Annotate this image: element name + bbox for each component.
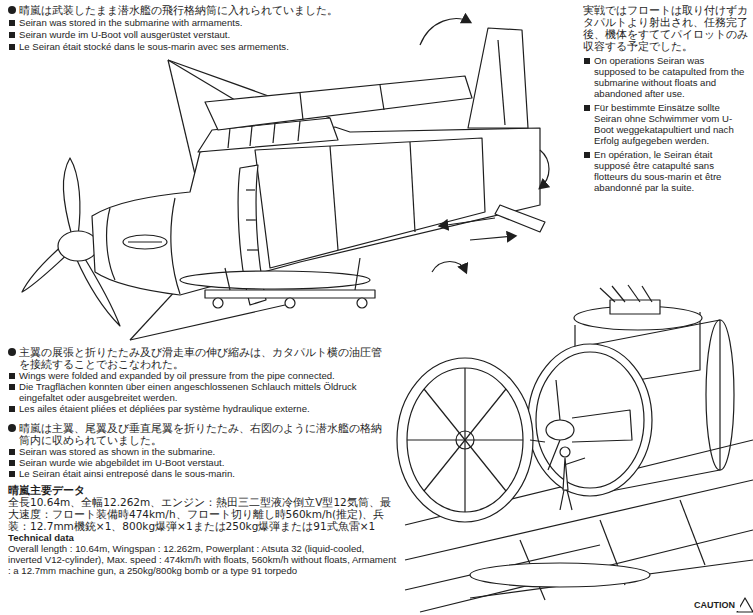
warning-label: CAUTION: [692, 600, 740, 611]
note-text: 実戦ではフロートは取り付けずカタパルトより射出され、任務完了後、機体をすててパイ…: [583, 4, 748, 52]
note-text: En opération, le Seiran était supposé êt…: [583, 149, 748, 193]
note-text: Les ailes étaient pliées et dépliées par…: [8, 403, 388, 414]
note-text: 主翼の展張と折りたたみ及び滑走車の伸び縮みは、カタパルト横の油圧管を接続すること…: [8, 346, 388, 370]
note-text: On operations Seiran was supposed to be …: [583, 55, 748, 99]
note-text: Overall length : 10.64m, Wingspan : 12.2…: [8, 543, 400, 576]
note-text: Le Seiran était stocké dans le sous-mari…: [8, 41, 338, 52]
note-text: 全長10.64m、全幅12.262m、エンジン：熱田三二型液冷倒立V型12気筒、…: [8, 496, 400, 532]
note-text: Seiran was stored as shown in the submar…: [8, 446, 388, 457]
note-text: Le Seiran était ainsi entreposé dans le …: [8, 468, 388, 479]
note-text: Für bestimmte Einsätze sollte Seiran ohn…: [583, 102, 748, 146]
note-text: 晴嵐主要データ: [8, 484, 400, 496]
note-text: Wings were folded and expanded by oil pr…: [8, 370, 388, 381]
text-block: 主翼の展張と折りたたみ及び滑走車の伸び縮みは、カタパルト横の油圧管を接続すること…: [8, 346, 388, 414]
text-block: CAUTION: [692, 600, 740, 611]
note-text: Seiran wurde im U-Boot voll ausgerüstet …: [8, 29, 338, 40]
text-block: 晴嵐は主翼、尾翼及び垂直尾翼を折りたたみ、右図のように潜水艦の格納筒内に収められ…: [8, 422, 388, 479]
note-text: Seiran wurde wie abgebildet im U-Boot ve…: [8, 457, 388, 468]
text-block: 晴嵐主要データ全長10.64m、全幅12.262m、エンジン：熱田三二型液冷倒立…: [8, 484, 400, 576]
note-text: Die Tragflächen konnten über einen anges…: [8, 381, 388, 403]
note-text: 晴嵐は主翼、尾翼及び垂直尾翼を折りたたみ、右図のように潜水艦の格納筒内に収められ…: [8, 422, 388, 446]
note-text: Seiran was stored in the submarine with …: [8, 17, 338, 28]
note-text: Technical data: [8, 532, 400, 543]
note-text: 晴嵐は武装したまま潜水艦の飛行格納筒に入れられていました。: [8, 4, 338, 16]
text-block: 晴嵐は武装したまま潜水艦の飛行格納筒に入れられていました。Seiran was …: [8, 4, 338, 52]
text-block: 実戦ではフロートは取り付けずカタパルトより射出され、任務完了後、機体をすててパイ…: [583, 4, 748, 193]
